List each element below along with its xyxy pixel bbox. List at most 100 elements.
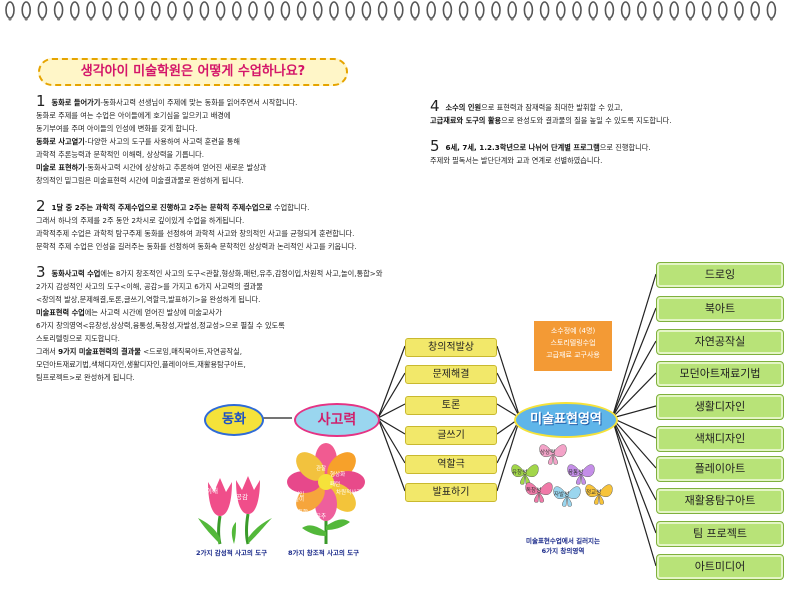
binding-ring: [102, 1, 112, 21]
text: 으로 진행합니다.: [599, 143, 651, 152]
text-bold: 동화로 들어가기: [51, 98, 101, 107]
binding-ring: [701, 1, 712, 21]
text-bold: 6세, 7세, 1.2.3학년으로 나뉘어 단계별 프로그램: [445, 143, 600, 152]
caption-emotional-tools: 2가지 감성적 사고의 도구: [196, 549, 268, 557]
butterfly-icon: [584, 480, 614, 510]
binding-ring: [572, 1, 582, 21]
flower-petal-label: 차원적사고: [336, 490, 362, 496]
binding-ring: [653, 1, 663, 21]
text-bold: 소수의 인원: [445, 103, 482, 112]
text: 과학적주제 수업은 과학적 탐구주제 동화를 선정하여 과학적 사고와 창의적인…: [36, 229, 355, 238]
text-bold: 미술로 표현하기: [36, 163, 85, 172]
section-5: 5 6세, 7세, 1.2.3학년으로 나뉘어 단계별 프로그램으로 진행합니다.…: [430, 137, 651, 167]
text: 에는 사고력 시간에 얻어진 발상에 미술교사가: [84, 308, 222, 317]
text: 동기부여를 주며 아이들의 인성에 변화를 갖게 합니다.: [36, 124, 198, 133]
binding-ring: [345, 1, 356, 21]
flower-petal-label: 놀이: [294, 497, 305, 503]
binding-ring: [750, 1, 761, 21]
binding-ring: [280, 1, 291, 21]
text: 그래서: [36, 347, 59, 356]
flower-petal-label: 통합: [298, 510, 309, 516]
binding-ring: [248, 1, 258, 21]
binding-ring: [393, 1, 404, 21]
caption-creative-areas-2: 6가지 창의영역: [541, 547, 585, 555]
text: 스토리텔링으로 지도합니다.: [36, 334, 120, 343]
text: <창의적 발상,문제해결,토론,글쓰기,역할극,발표하기>을 완성하게 됩니다.: [36, 295, 261, 304]
spiral-binding: [5, 1, 777, 21]
outcome-pill: 발표하기: [405, 483, 497, 502]
text: 에는 8가지 창조적인 사고의 도구<관찰,형상화,패턴,유추,감정이입,차원적…: [100, 269, 383, 278]
section-number: 5: [430, 137, 440, 155]
binding-ring: [410, 1, 420, 21]
flower-illustration: [287, 443, 365, 544]
butterfly-label: 상상력: [540, 450, 556, 456]
center-oval: 미술표현영역: [514, 402, 618, 438]
text: 수업합니다.: [271, 203, 310, 212]
text: 주제와 필독서는 발단단계와 교과 연계로 선별하였습니다.: [430, 156, 603, 165]
outcome-pill: 토론: [405, 396, 497, 415]
tulip-label: 공감: [236, 493, 248, 501]
text-bold: 고급재료와 도구의 활용: [430, 116, 502, 125]
binding-ring: [458, 1, 469, 21]
binding-ring: [232, 1, 242, 21]
butterfly-label: 융통성: [568, 470, 584, 476]
page-title: 생각아이 미술학원은 어떻게 수업하나요?: [38, 58, 348, 86]
binding-ring: [474, 1, 485, 21]
section-number: 1: [36, 92, 46, 110]
text: 팀프로젝트>로 완성하게 됩니다.: [36, 373, 135, 382]
binding-ring: [329, 1, 339, 21]
butterfly-label: 자발성: [554, 492, 570, 498]
binding-ring: [53, 1, 64, 21]
binding-ring: [296, 1, 307, 21]
result-item: 아트미디어: [656, 554, 784, 580]
binding-ring: [215, 1, 226, 21]
binding-ring: [555, 1, 566, 21]
flower-petal-label: 패턴: [330, 482, 341, 488]
binding-ring: [604, 1, 615, 21]
result-item: 팀 프로젝트: [656, 521, 784, 547]
butterfly-icon: [510, 460, 540, 490]
outcome-pill: 역할극: [405, 455, 497, 474]
text: <드로잉,매직북아트,자연공작실,: [140, 347, 242, 356]
outcome-pill: 창의적발상: [405, 338, 497, 357]
binding-ring: [37, 1, 48, 21]
text: 모던아트재료기법,색채디자인,생활디자인,플레이아트,재활용탐구아트,: [36, 360, 246, 369]
text-bold: 미술표현력 수업: [36, 308, 85, 317]
binding-ring: [685, 1, 696, 21]
tulip-label: 이해: [206, 487, 218, 495]
binding-ring: [491, 1, 501, 21]
binding-ring: [620, 1, 631, 21]
binding-ring: [264, 1, 275, 21]
section-number: 3: [36, 263, 46, 281]
sagoryeok-oval: 사고력: [294, 403, 380, 437]
text: 2가지 감성적인 사고의 도구<이해, 공감>를 가지고 6가지 사고력의 결과…: [36, 282, 263, 291]
binding-ring: [717, 1, 728, 21]
butterfly-label: 정교성: [586, 490, 602, 496]
outcome-pill: 문제해결: [405, 365, 497, 384]
binding-ring: [442, 1, 453, 21]
binding-ring: [167, 1, 177, 21]
binding-ring: [151, 1, 161, 21]
orange-info-box: 소수정예 (4명) 스토리텔링수업 고급재료 교구사용: [534, 321, 612, 371]
result-item: 모던아트재료기법: [656, 361, 784, 387]
butterfly-label: 독창성: [526, 488, 542, 494]
binding-ring: [669, 1, 680, 21]
binding-ring: [312, 1, 323, 21]
result-item: 북아트: [656, 296, 784, 322]
binding-ring: [377, 1, 388, 21]
caption-creative-tools: 8가지 창조적 사고의 도구: [288, 549, 360, 557]
text: 그래서 하나의 주제를 2주 동안 2차시로 깊이있게 수업을 하게됩니다.: [36, 216, 245, 225]
butterfly-icon: [538, 440, 568, 470]
tulips-illustration: [198, 476, 272, 545]
binding-ring: [523, 1, 534, 21]
butterfly-icon: [566, 460, 596, 490]
text: 창의적인 밑그림은 미술표현력 시간에 미술결과물로 완성하게 됩니다.: [36, 176, 244, 185]
butterfly-icon: [552, 482, 582, 512]
binding-ring: [734, 1, 744, 21]
butterfly-label: 유창성: [512, 470, 528, 476]
info-line: 소수정예 (4명): [550, 327, 596, 335]
